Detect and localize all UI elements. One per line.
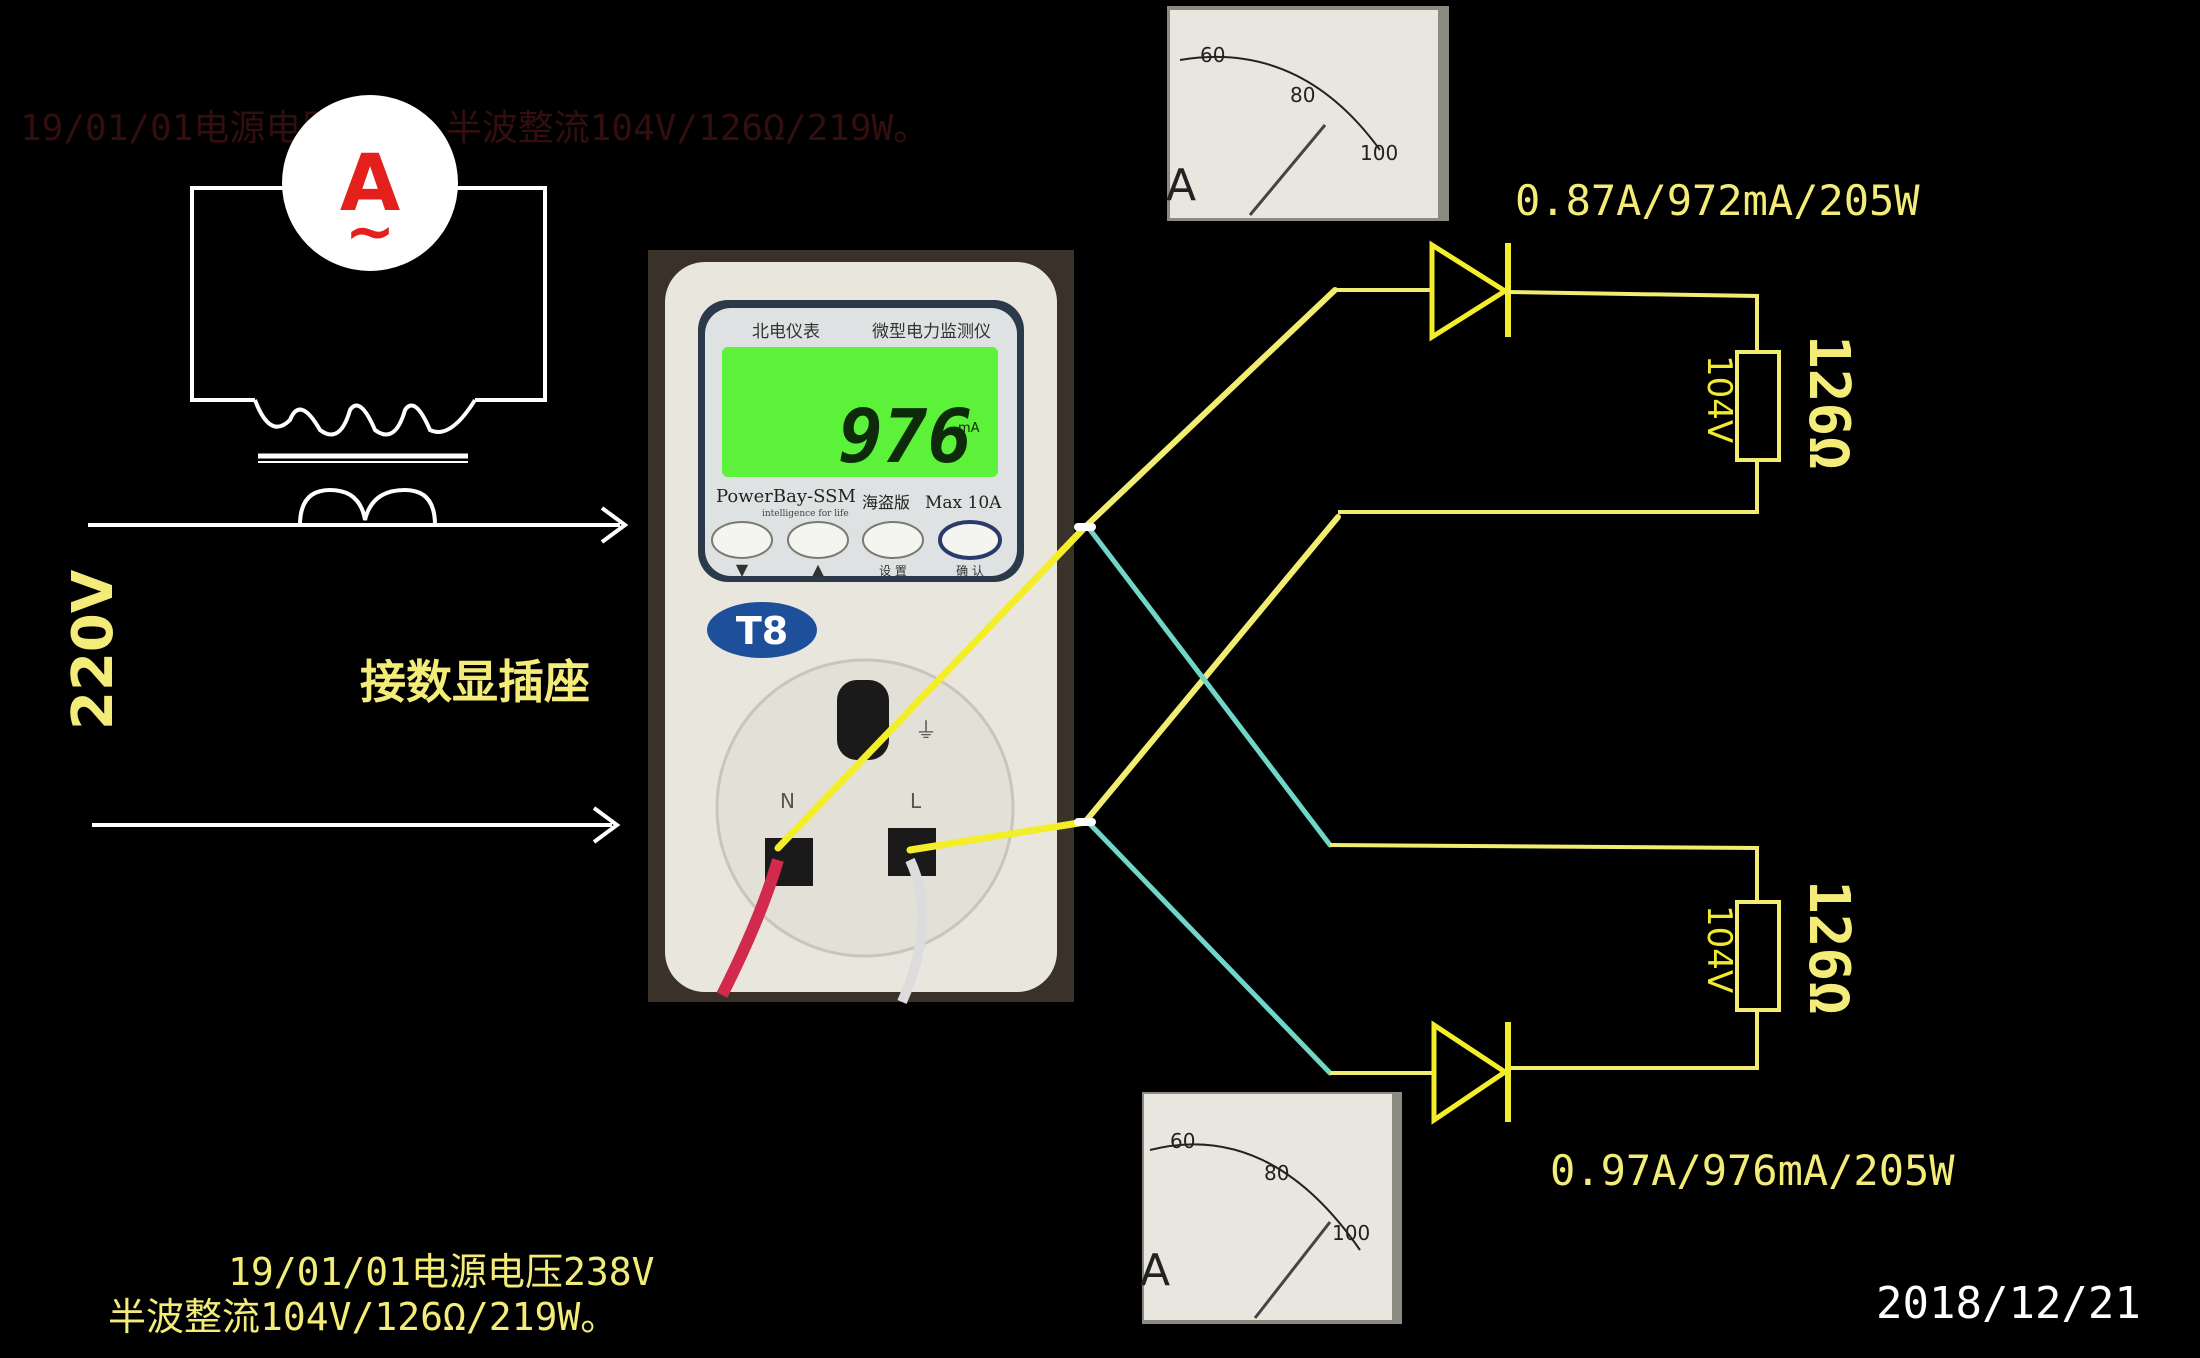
analog-meter-top-label-60: 60	[1200, 43, 1225, 67]
analog-meter-top-needle	[1248, 124, 1327, 216]
meter-model-badge	[707, 602, 817, 658]
ground-icon: ⏚	[915, 719, 937, 744]
meter-button-confirm[interactable]	[938, 520, 1002, 560]
meter-button-up[interactable]	[787, 521, 849, 559]
power-meter: 北电仪表 微型电力监测仪 976 mA PowerBay-SSM intelli…	[648, 250, 1074, 1005]
analog-meter-top-scale-arc	[1179, 56, 1381, 151]
meter-edition: 海盗版	[862, 493, 910, 512]
transformer-secondary-coil	[253, 398, 477, 437]
transformer-primary-coil	[298, 487, 437, 526]
ammeter-letter: A	[340, 139, 400, 229]
meter-lcd-screen	[722, 347, 998, 477]
faint-caption-text: 19/01/01电源电压238V 半波整流104V/126Ω/219W。	[20, 108, 929, 149]
wire-bottom-anode	[1085, 819, 1333, 1076]
socket-n-label: N	[780, 789, 795, 813]
bottom-branch	[1329, 843, 1781, 1125]
analog-meter-top-label-80: 80	[1290, 83, 1315, 107]
set-button-caption: 设 置	[879, 564, 907, 578]
wire-n-to-split	[774, 523, 1089, 852]
supply-voltage-label: 220V	[61, 569, 126, 730]
bottom-branch-wire-out	[1510, 1010, 1759, 1070]
analog-meter-bottom-label-100: 100	[1332, 1221, 1370, 1245]
bottom-resistance: 126Ω	[1796, 880, 1861, 1015]
top-resistance: 126Ω	[1796, 335, 1861, 470]
meter-button-down[interactable]	[711, 521, 773, 559]
ammeter-loop	[190, 186, 547, 402]
top-branch	[1335, 240, 1781, 514]
meter-model: PowerBay-SSM	[716, 486, 856, 507]
socket-label: 接数显插座	[360, 655, 590, 709]
branch-wiring	[774, 287, 1341, 1076]
meter-buttons: ▼ ▲ 设 置 确 认	[711, 520, 1002, 579]
top-load-voltage: 104V	[1699, 355, 1739, 443]
meter-button-set[interactable]	[862, 521, 924, 559]
meter-product: 微型电力监测仪	[872, 322, 991, 342]
socket-l-label: L	[910, 789, 922, 813]
analog-meter-bottom: 60 80 100 A	[1140, 1092, 1402, 1324]
faint-caption: 19/01/01电源电压238V 半波整流104V/126Ω/219W。	[20, 108, 929, 149]
top-diode-icon	[1429, 240, 1510, 342]
supply-arrow-top	[600, 506, 629, 544]
wire-top-return	[1082, 514, 1341, 825]
analog-meter-top-unit: A	[1166, 160, 1196, 211]
analog-meter-top-label-100: 100	[1360, 141, 1398, 165]
supply-lines	[88, 506, 629, 844]
analog-meter-bottom-dial	[1144, 1094, 1392, 1320]
down-arrow-icon: ▼	[736, 560, 749, 579]
meter-brand: 北电仪表	[752, 322, 820, 342]
wire-l-to-split	[906, 818, 1089, 854]
analog-meter-top-dial	[1170, 10, 1438, 218]
current-transformer	[253, 398, 477, 526]
bottom-branch-reading: 0.97A/976mA/205W	[1550, 1146, 1955, 1195]
top-branch-reading: 0.87A/972mA/205W	[1515, 176, 1920, 225]
red-test-lead	[716, 858, 784, 998]
meter-tagline: intelligence for life	[762, 509, 849, 519]
ammeter-symbol: A ~	[282, 95, 458, 271]
bottom-diode-icon	[1431, 1020, 1510, 1125]
analog-meter-bottom-unit: A	[1140, 1245, 1170, 1296]
ammeter-loop-right-wire	[448, 186, 547, 402]
top-branch-wire-out	[1507, 290, 1759, 350]
socket-earth-slot	[837, 680, 889, 760]
caption-line-2: 半波整流104V/126Ω/219W。	[108, 1295, 618, 1339]
meter-lcd-value: 976	[838, 394, 972, 480]
bottom-branch-wire-in	[1329, 843, 1759, 900]
caption-line-1: 19/01/01电源电压238V	[228, 1250, 655, 1294]
up-arrow-icon: ▲	[812, 560, 825, 579]
analog-meter-bottom-label-60: 60	[1170, 1129, 1195, 1153]
ammeter-circle	[282, 95, 458, 271]
meter-lcd-unit: mA	[958, 421, 980, 436]
wire-top-anode	[1082, 287, 1338, 530]
date-stamp: 2018/12/21	[1876, 1278, 2141, 1329]
confirm-button-caption: 确 认	[956, 564, 984, 578]
supply-arrow-bottom	[592, 806, 621, 844]
bottom-load-voltage: 104V	[1699, 905, 1739, 993]
analog-meter-bottom-needle	[1253, 1221, 1332, 1319]
ammeter-ac-symbol: ~	[345, 197, 395, 267]
top-branch-wire-return	[1338, 460, 1759, 514]
meter-badge-text: T8	[736, 609, 788, 653]
analog-meter-top: 60 80 100 A	[1166, 6, 1449, 221]
analog-meter-bottom-label-80: 80	[1264, 1161, 1289, 1185]
analog-meter-bottom-scale-arc	[1149, 1143, 1361, 1251]
wire-bottom-feed	[1085, 524, 1333, 848]
white-test-lead	[897, 857, 928, 1005]
meter-max-current: Max 10A	[925, 493, 1002, 513]
ammeter-loop-left-wire	[190, 186, 290, 402]
